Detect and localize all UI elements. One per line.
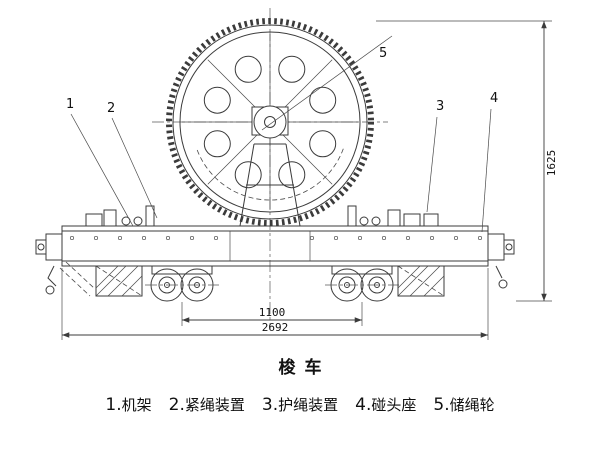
technical-drawing: 1 2 3 4 5 1100 2692 1625 (35, 8, 558, 340)
rope-guard-right (347, 205, 439, 227)
legend-label: 紧绳装置 (184, 396, 245, 414)
dimension-overall-length: 2692 (61, 268, 489, 340)
dimension-overall-height: 1625 (376, 20, 558, 302)
callouts: 1 2 3 4 5 (66, 35, 498, 233)
legend-label: 护绳装置 (278, 396, 339, 414)
legend-num: 2. (168, 395, 185, 415)
legend-item-rope-wheel: 5.储绳轮 (433, 394, 494, 415)
parts-legend: 1.机架 2.紧绳装置 3.护绳装置 4.碰头座 5.储绳轮 (0, 394, 600, 415)
underframe-box-left (95, 265, 143, 297)
callout-5: 5 (379, 46, 387, 61)
rivets (69, 235, 483, 241)
legend-label: 储绳轮 (449, 396, 495, 414)
callout-4: 4 (490, 91, 498, 106)
legend-num: 3. (261, 395, 279, 415)
dimension-overall-length-value: 2692 (262, 321, 289, 334)
wheel-pedestal (239, 143, 301, 227)
legend-item-tensioner: 2.紧绳装置 (169, 394, 245, 415)
drawing-title: 梭车 (278, 358, 331, 378)
callout-3: 3 (436, 99, 444, 114)
callout-2: 2 (107, 101, 115, 116)
legend-num: 1. (105, 395, 122, 415)
dimension-wheelbase-value: 1100 (259, 306, 286, 319)
main-frame (61, 225, 489, 267)
wheel-bogie-right (325, 265, 399, 302)
underframe-box-right (397, 265, 445, 297)
callout-1: 1 (66, 97, 74, 112)
rope-storage-wheel (166, 18, 374, 226)
legend-item-bumper-seat: 4.碰头座 (355, 394, 416, 415)
dimension-wheelbase: 1100 (181, 302, 363, 326)
bumper-seat-left (35, 233, 95, 297)
legend-label: 碰头座 (371, 396, 417, 414)
legend-label: 机架 (121, 396, 152, 414)
legend-num: 5. (433, 395, 450, 415)
rope-tensioner-left (85, 205, 155, 227)
wheel-bogie-left (145, 265, 219, 302)
legend-item-frame: 1.机架 (105, 394, 151, 415)
legend-num: 4. (355, 395, 372, 415)
dimension-overall-height-value: 1625 (545, 150, 558, 177)
bumper-seat-right (487, 233, 515, 289)
legend-item-rope-guard: 3.护绳装置 (262, 394, 338, 415)
